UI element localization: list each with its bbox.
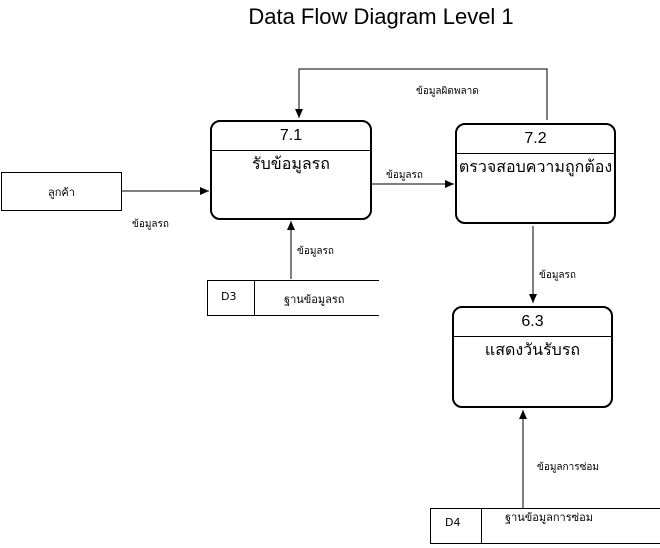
flow-label-d3-to-71: ข้อมูลรถ [297,246,334,257]
process-name: ตรวจสอบความถูกต้อง [458,157,613,176]
process-7-1: 7.1 รับข้อมูลรถ [210,120,372,220]
store-name: ฐานข้อมูลรถ [284,293,345,306]
process-7-2: 7.2 ตรวจสอบความถูกต้อง [455,123,616,224]
flow-label-72-to-63: ข้อมูลรถ [539,270,576,281]
external-entity-customer: ลูกค้า [1,172,122,211]
process-name: รับข้อมูลรถ [252,154,330,173]
process-id: 7.1 [212,122,370,151]
process-id: 7.2 [457,125,614,154]
flow-arrow-72-to-71-error [295,68,548,120]
diagram-title: Data Flow Diagram Level 1 [248,4,514,29]
flow-label-71-to-72: ข้อมูลรถ [386,170,423,181]
process-id: 6.3 [454,308,611,337]
process-6-3: 6.3 แสดงวันรับรถ [452,306,613,408]
flow-label-72-to-71-error: ข้อมูลผิดพลาด [416,86,479,97]
data-store-d4: D4 ฐานข้อมูลการซ่อม [430,508,660,544]
store-name: ฐานข้อมูลการซ่อม [505,511,593,524]
flow-label-d4-to-63: ข้อมูลการซ่อม [537,462,599,473]
store-id: D4 [445,516,461,529]
data-store-d3: D3 ฐานข้อมูลรถ [207,280,379,316]
flow-label-customer-to-71: ข้อมูลรถ [132,219,169,230]
entity-label: ลูกค้า [48,185,75,199]
process-name: แสดงวันรับรถ [484,340,581,359]
store-id: D3 [221,290,237,303]
